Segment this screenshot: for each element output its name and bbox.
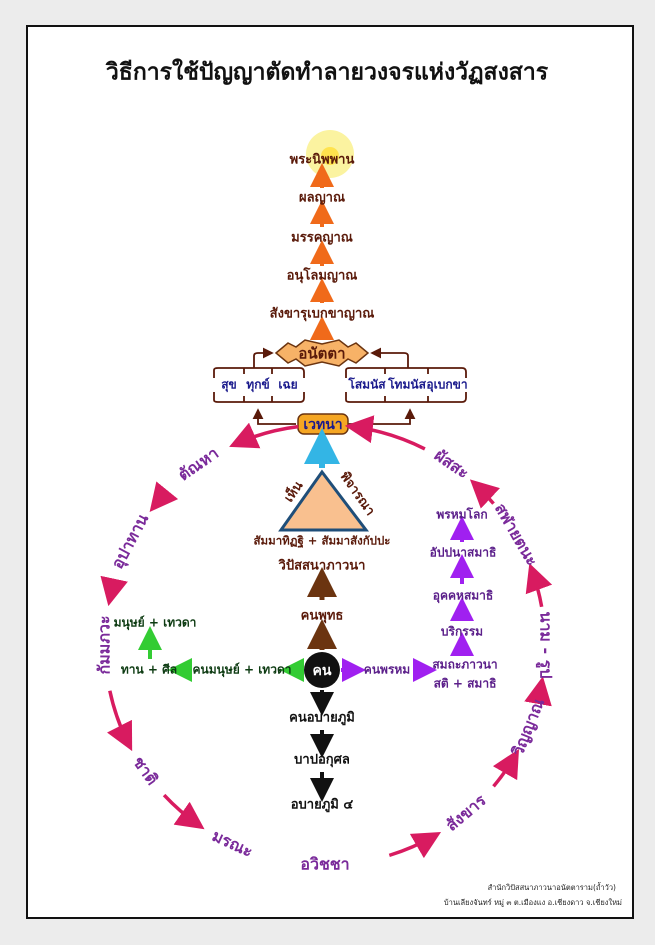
cycle-label: มรณะ bbox=[209, 826, 256, 861]
anatta-label: อนัตตา bbox=[298, 345, 345, 363]
brahma-world-label: พรหมโลก bbox=[436, 507, 487, 522]
parikamma-label: บริกรรม bbox=[441, 625, 483, 639]
apaya-four-label: อบายภูมิ ๔ bbox=[291, 798, 354, 813]
appana-label: อัปปนาสมาธิ bbox=[430, 546, 497, 560]
nibbana-label: พระนิพพาน bbox=[290, 153, 355, 168]
buddha-person-label: คนพุทธ bbox=[301, 609, 344, 624]
cycle-arrow bbox=[229, 422, 299, 449]
cycle-arrow bbox=[344, 415, 426, 451]
wisdom-triangle bbox=[278, 469, 370, 532]
feeling-neutral: เฉย bbox=[278, 378, 297, 392]
feeling-somanassa: โสมนัส bbox=[347, 377, 386, 392]
cycle-arrow bbox=[524, 676, 552, 707]
person-label: คน bbox=[313, 663, 332, 679]
uggaha-label: อุคคหสมาธิ bbox=[433, 589, 493, 604]
cycle-arrow bbox=[162, 793, 205, 830]
apaya-person-label: คนอบายภูมิ bbox=[289, 711, 355, 726]
feeling-sukha: สุข bbox=[221, 378, 237, 393]
footer-line-2: บ้านเลียงจันทร์ หมู่ ๓ ต.เมืองแง อ.เชียง… bbox=[444, 898, 622, 907]
cycle-arrow bbox=[492, 748, 520, 788]
vedana-label: เวทนา bbox=[303, 417, 342, 433]
anatta-badge bbox=[274, 339, 370, 367]
cycle-arrow bbox=[469, 479, 500, 509]
feeling-upekkha: อุเบกขา bbox=[426, 378, 467, 393]
cycle-label: สังขาร bbox=[442, 790, 490, 834]
sun-icon bbox=[321, 147, 339, 165]
page-title: วิธีการใช้ปัญญาตัดทำลายวงจรแห่งวัฏสงสาร bbox=[105, 58, 549, 86]
person-node bbox=[304, 652, 340, 688]
feeling-dukkha: ทุกข์ bbox=[246, 378, 269, 393]
sankharupekkha-label: สังขารุเบกขาญาณ bbox=[270, 307, 375, 322]
human-deva-person-label: คนมนุษย์ + เทวดา bbox=[193, 663, 292, 678]
footer-line-1: สำนักวิปัสสนาภาวนาอนัตตาราม(ถ้ำวัว) bbox=[488, 882, 616, 892]
magga-label: มรรคญาณ bbox=[291, 231, 353, 246]
samatha-label: สมถะภาวนา bbox=[432, 658, 497, 672]
human-deva-result-label: มนุษย์ + เทวดา bbox=[114, 616, 197, 631]
cycle-label: อุปาทาน bbox=[108, 511, 153, 573]
cycle-arrow bbox=[106, 690, 133, 752]
cycle-arrow bbox=[100, 575, 128, 607]
cycle-label: กัมมภวะ bbox=[95, 616, 114, 675]
phala-label: ผลญาณ bbox=[299, 191, 345, 206]
cycle-arrow bbox=[388, 832, 442, 859]
cycle-label: ชาติ bbox=[129, 753, 162, 789]
cycle-label: วิญญาณ bbox=[508, 695, 549, 759]
brahma-person-label: คนพรหม bbox=[364, 663, 410, 677]
cycle-arrow bbox=[149, 481, 179, 512]
anuloma-label: อนุโลมญาณ bbox=[287, 267, 358, 284]
feeling-domanassa: โทมนัส bbox=[387, 377, 426, 392]
vipassana-label: วิปัสสนาภาวนา bbox=[278, 559, 366, 574]
right-view-label: สัมมาทิฏฐิ + สัมมาสังกัปปะ bbox=[254, 534, 391, 549]
papa-label: บาปอกุศล bbox=[294, 753, 350, 768]
cycle-label: สฬายตนะ bbox=[491, 500, 542, 569]
cycle-label: อวิชชา bbox=[300, 855, 349, 874]
dana-sila-label: ทาน + ศีล bbox=[121, 663, 177, 677]
cycle-label: ตัณหา bbox=[174, 443, 222, 484]
cycle-arrow bbox=[525, 563, 553, 608]
cycle-label: นาม - รูป bbox=[535, 612, 556, 679]
cycle-label: ผัสสะ bbox=[431, 445, 473, 482]
sati-samadhi-label: สติ + สมาธิ bbox=[434, 677, 497, 691]
